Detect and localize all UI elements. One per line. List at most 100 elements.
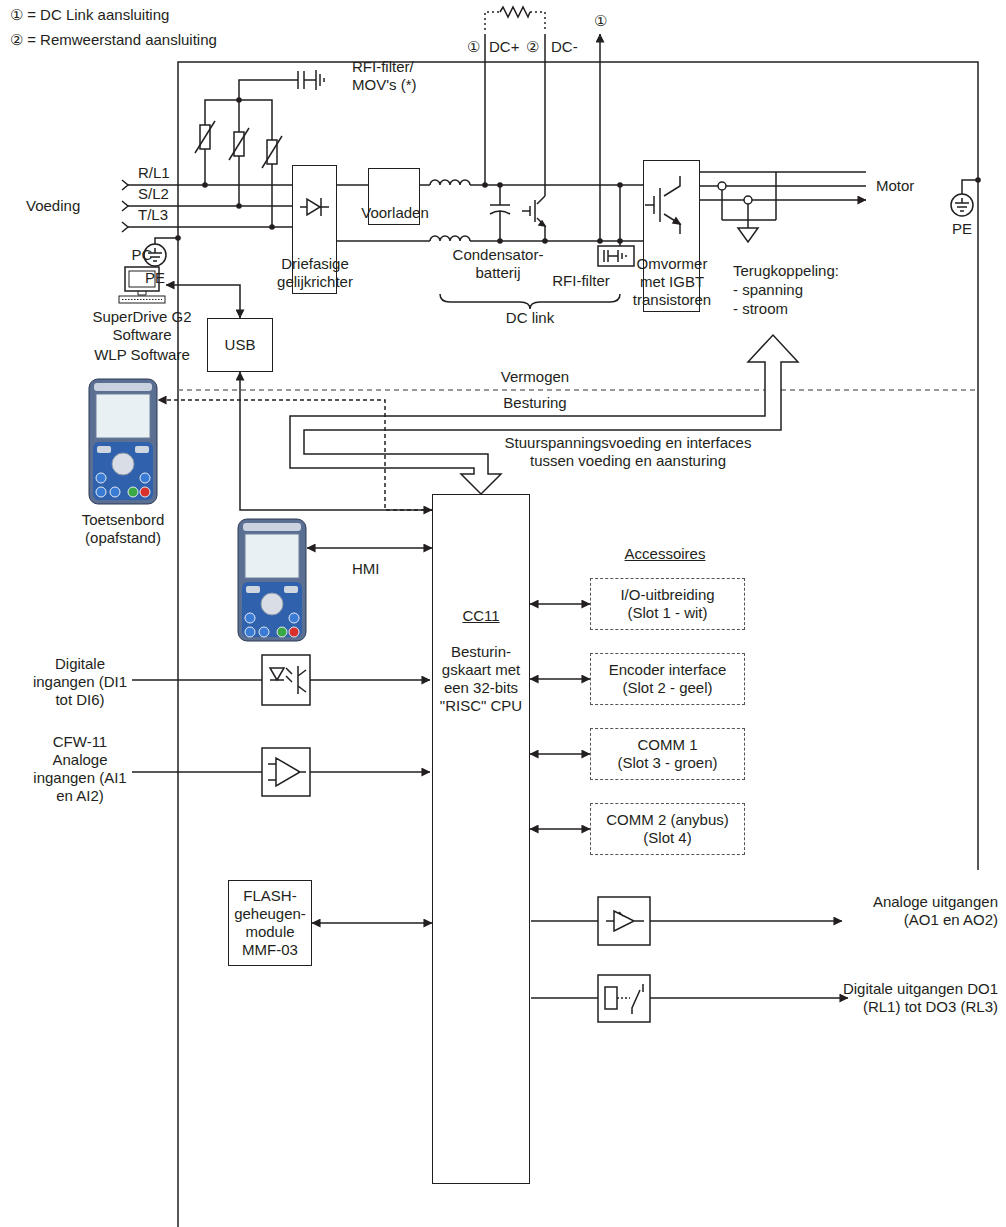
node-text: SuperDrive G2 Software	[82, 308, 202, 344]
junction-dot	[269, 224, 275, 230]
igbt-symbol	[645, 176, 680, 234]
dc-link-terminals	[485, 34, 600, 241]
phase-name: S/L2	[138, 185, 178, 203]
mov-network	[195, 121, 215, 153]
node-text: WLP Software	[82, 346, 202, 364]
junction-dot	[236, 203, 242, 209]
inductor-symbol	[430, 180, 470, 243]
relay-output-circuit	[531, 997, 598, 999]
protective-earth	[955, 198, 969, 211]
diode-symbol	[300, 198, 329, 216]
brake-resistor	[485, 12, 545, 30]
protective-earth	[144, 180, 978, 266]
relay-output-circuit	[650, 997, 848, 999]
igbt-symbol	[673, 218, 680, 224]
supply-wires	[128, 185, 292, 227]
supply-label: Voeding	[26, 197, 106, 215]
analog-input-circuit	[132, 771, 262, 773]
analog-output-circuit	[531, 897, 842, 945]
node-title: COMM 2 (anybus)	[606, 811, 729, 829]
rfi-filter-symbol	[598, 246, 634, 266]
analog-output-circuit	[650, 920, 842, 922]
dc-bus-wire	[337, 240, 643, 242]
feedback-sensors	[718, 172, 776, 242]
dc-bus-wire	[420, 184, 643, 186]
analog-input-circuit	[268, 758, 306, 786]
dc-bus-wire	[337, 184, 368, 186]
feedback-sensors	[744, 196, 752, 204]
mov-network	[262, 136, 282, 168]
supply-wires	[122, 180, 292, 232]
flash-module: FLASH- geheugen- module MMF-03	[228, 880, 312, 966]
phase-name: T/L3	[138, 206, 178, 224]
protective-earth	[951, 194, 973, 216]
supply-note: Stuurspanningsvoeding en interfaces tuss…	[493, 434, 763, 470]
feedback-sensors	[718, 182, 726, 190]
dc-link-terminals	[485, 34, 600, 241]
junction-dot	[236, 97, 242, 103]
node-text: Besturin- gskaart met een 32-bits "RISC"…	[438, 643, 524, 715]
power-separator	[178, 389, 978, 391]
digital-input-circuit	[132, 679, 262, 681]
relay-output-circuit	[598, 975, 650, 1022]
usb-link	[240, 372, 432, 510]
rfi-filter-symbol	[619, 185, 621, 246]
brake-igbt	[522, 196, 545, 241]
earth-label: PE	[140, 269, 170, 287]
control-supply-arrow	[290, 335, 798, 494]
accessory-slot: COMM 1(Slot 3 - groen)	[590, 728, 745, 780]
remote-keypad-drawing	[88, 378, 158, 505]
supply-wires	[122, 180, 128, 232]
accessory-slot: Encoder interface(Slot 2 - geel)	[590, 653, 745, 705]
mov-network	[195, 70, 324, 227]
remote-keypad: Toetsenbord (opafstand)	[88, 378, 158, 551]
capacitor-bank	[490, 185, 510, 241]
component-label: RFI-filter/ MOV's (*)	[352, 58, 462, 94]
node-text: (Slot 2 - geel)	[622, 679, 712, 697]
rectifier-box: Driefasige gelijkrichter	[292, 165, 337, 294]
enclosure	[178, 62, 978, 1227]
brake-igbt	[539, 221, 545, 226]
node-title: Omvormer met IGBT transistoren	[624, 255, 720, 309]
diode-symbol	[300, 198, 329, 216]
mov-network	[205, 100, 272, 227]
node-title: Voorladen	[350, 204, 440, 222]
slot-link	[530, 828, 590, 830]
enclosure	[178, 62, 978, 1227]
rfi-filter-symbol	[598, 185, 634, 266]
digital-input-circuit	[132, 655, 430, 705]
group-heading: Accessoires	[615, 545, 715, 563]
inverter-box: Omvormer met IGBT transistoren	[643, 160, 700, 312]
motor-wires	[700, 172, 866, 200]
io-label: Digitale uitgangen DO1 (RL1) tot DO3 (RL…	[838, 980, 998, 1016]
node-text: (Slot 3 - groen)	[617, 754, 717, 772]
motor-wires	[700, 172, 866, 200]
callout-number: ①	[591, 12, 609, 30]
component-label: Condensator- batterij	[448, 246, 548, 282]
legend-text: ① = DC Link aansluiting	[10, 6, 280, 24]
node-title: Driefasige gelijkrichter	[265, 255, 365, 291]
section-label: Besturing	[480, 394, 590, 412]
brake-resistor	[500, 7, 530, 17]
io-label: Analoge uitgangen (AO1 en AO2)	[838, 893, 998, 929]
slot-link	[530, 603, 590, 605]
analog-output-circuit	[606, 911, 644, 931]
slot-link	[530, 678, 590, 680]
callout-number: ①	[465, 38, 481, 56]
junction-dot	[175, 97, 981, 244]
dc-link-brace	[440, 294, 620, 309]
slot-link	[530, 753, 590, 755]
node-title: Toetsenbord (opafstand)	[73, 511, 173, 547]
junction-dot	[202, 182, 208, 188]
precharge-box: Voorladen	[368, 168, 420, 225]
component-label: RFI-filter	[546, 272, 616, 290]
analog-output-circuit	[531, 920, 598, 922]
relay-output-circuit	[531, 975, 848, 1022]
relay-output-circuit	[632, 984, 643, 1014]
callout-number: ②	[524, 38, 540, 56]
control-supply-arrow	[290, 335, 798, 494]
feedback-label: Terugkoppeling:	[733, 262, 873, 280]
node-title: FLASH- geheugen- module MMF-03	[234, 887, 306, 959]
hmi-keypad-drawing	[237, 518, 307, 642]
mov-network	[229, 128, 249, 160]
